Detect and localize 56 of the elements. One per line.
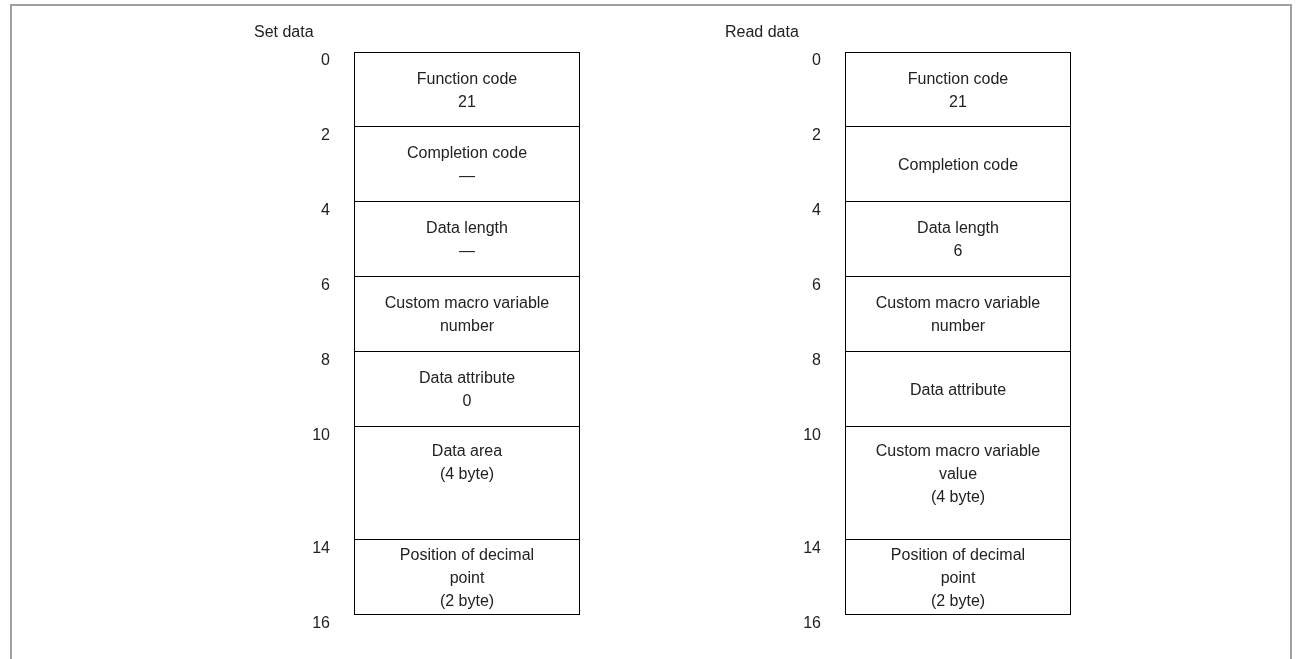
- byte-offset: 8: [320, 350, 330, 370]
- field-box: [354, 539, 580, 615]
- field-text: 21: [949, 91, 967, 112]
- field-box: [845, 539, 1071, 615]
- byte-offset: 14: [311, 538, 330, 558]
- field-text: Position of decimal point: [889, 544, 1027, 588]
- field-text: —: [459, 241, 475, 261]
- field-text: Data length: [917, 218, 999, 238]
- field-text: (4 byte): [439, 464, 495, 484]
- field-box: [354, 52, 580, 127]
- field-box: [354, 201, 580, 277]
- field-text: —: [459, 166, 475, 186]
- field-box: [354, 276, 580, 352]
- byte-offset: 6: [811, 275, 821, 295]
- field-text: Function code: [907, 68, 1009, 89]
- column-title: Read data: [725, 22, 799, 42]
- field-box: [845, 276, 1071, 352]
- field-text: Data attribute: [418, 368, 516, 388]
- field-box: [845, 52, 1071, 127]
- field-box: [845, 126, 1071, 202]
- byte-offset: 2: [811, 125, 821, 145]
- field-box: [845, 351, 1071, 427]
- field-box: [354, 426, 580, 540]
- field-text: Custom macro variable number: [383, 293, 551, 336]
- byte-offset: 6: [320, 275, 330, 295]
- field-text: 0: [462, 391, 472, 411]
- byte-offset: 16: [802, 613, 821, 633]
- field-text: Completion code: [406, 143, 528, 163]
- field-box: [845, 426, 1071, 540]
- field-text: Data length: [426, 218, 508, 238]
- field-text: Custom macro variable number: [874, 293, 1042, 336]
- field-box: [845, 201, 1071, 277]
- field-text: Completion code: [897, 154, 1019, 175]
- field-text: 21: [458, 91, 476, 112]
- byte-offset: 10: [802, 425, 821, 445]
- byte-offset: 0: [320, 50, 330, 70]
- field-text: Data attribute: [909, 379, 1007, 400]
- byte-offset: 16: [311, 613, 330, 633]
- field-box: [354, 351, 580, 427]
- byte-offset: 14: [802, 538, 821, 558]
- field-text: 6: [953, 241, 963, 261]
- field-text: Data area: [431, 441, 503, 461]
- field-text: Function code: [416, 68, 518, 89]
- field-text: (2 byte): [930, 590, 986, 611]
- field-text: Custom macro variable value: [874, 441, 1042, 484]
- byte-offset: 10: [311, 425, 330, 445]
- byte-offset: 8: [811, 350, 821, 370]
- column-title: Set data: [254, 22, 314, 42]
- field-text: (4 byte): [930, 487, 986, 507]
- field-text: Position of decimal point: [398, 544, 536, 588]
- byte-offset: 4: [320, 200, 330, 220]
- byte-offset: 2: [320, 125, 330, 145]
- field-box: [354, 126, 580, 202]
- byte-offset: 4: [811, 200, 821, 220]
- field-text: (2 byte): [439, 590, 495, 611]
- byte-offset: 0: [811, 50, 821, 70]
